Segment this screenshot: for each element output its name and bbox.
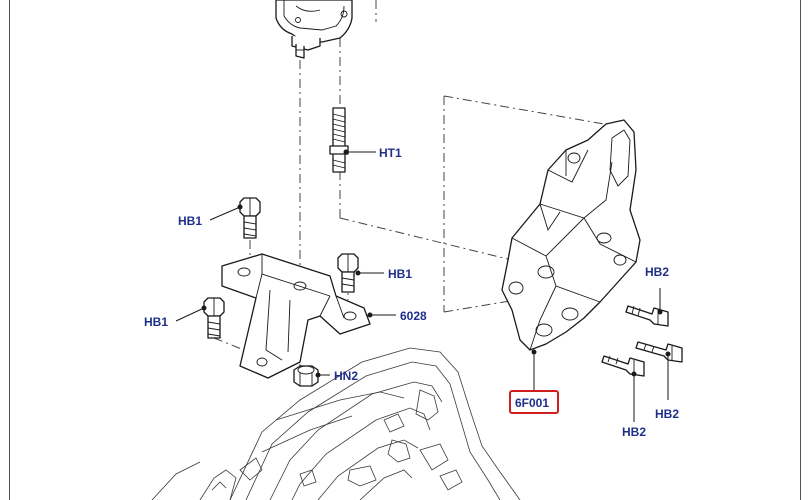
callout-hb2-right: HB2 — [655, 407, 679, 421]
mount-bracket-6f001 — [501, 119, 641, 351]
callout-hb2-lower: HB2 — [622, 425, 646, 439]
callout-hb1-top: HB1 — [178, 214, 202, 228]
bolt-hb2-right — [635, 341, 683, 363]
bolt-hb1-top — [239, 197, 261, 239]
callout-ht1: HT1 — [379, 146, 402, 160]
callout-hb1-middle: HB1 — [388, 267, 412, 281]
engine-mount-housing — [275, 0, 353, 59]
highlight-box-6f001 — [509, 390, 559, 414]
bolt-hb1-left — [203, 297, 225, 339]
callout-hn2: HN2 — [334, 369, 358, 383]
stud-ht1 — [329, 107, 349, 173]
bracket-6028 — [221, 253, 371, 379]
bolt-hb2-lower — [601, 355, 645, 377]
nut-hn2 — [293, 365, 319, 387]
callout-hb1-left: HB1 — [144, 315, 168, 329]
callout-6f001[interactable]: 6F001 — [515, 396, 549, 410]
bolt-hb2-upper — [625, 305, 669, 327]
vehicle-body-panel — [151, 347, 521, 500]
leader-lines — [175, 149, 671, 422]
callout-6028: 6028 — [400, 309, 427, 323]
callout-hb2-upper: HB2 — [645, 265, 669, 279]
bolt-hb1-middle — [337, 253, 359, 293]
